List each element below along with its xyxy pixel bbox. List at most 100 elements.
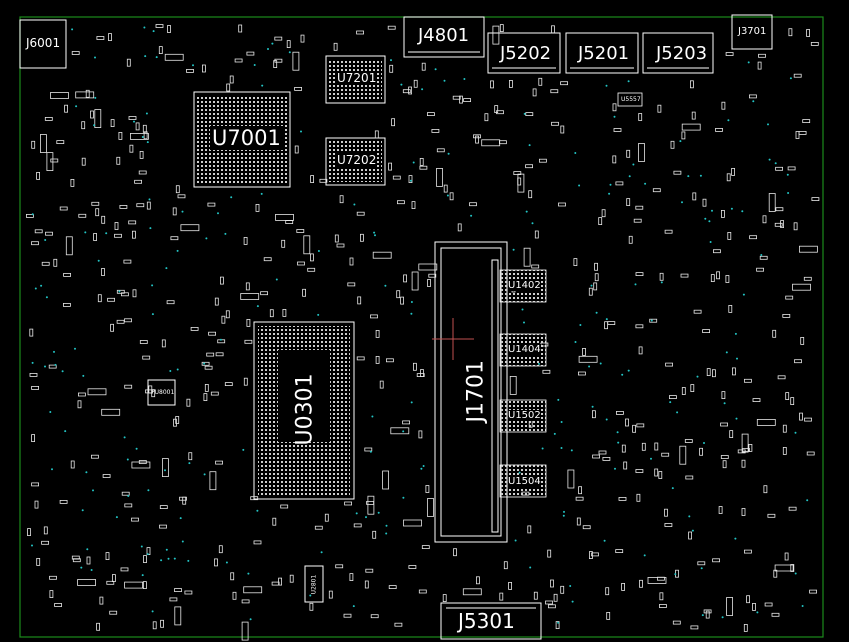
passive-component bbox=[31, 385, 40, 390]
passive-component bbox=[746, 595, 750, 604]
passive-component bbox=[459, 95, 463, 104]
via bbox=[84, 231, 87, 234]
passive-component bbox=[128, 116, 137, 120]
passive-component bbox=[703, 609, 712, 614]
via bbox=[570, 449, 573, 452]
passive-component bbox=[749, 94, 757, 99]
chip-u1502[interactable] bbox=[499, 399, 547, 433]
passive-component bbox=[657, 576, 665, 581]
passive-component bbox=[108, 33, 112, 41]
via bbox=[152, 30, 155, 33]
passive-component bbox=[513, 171, 522, 176]
via bbox=[789, 77, 792, 80]
via bbox=[373, 231, 376, 234]
passive-component bbox=[95, 208, 100, 217]
passive-component bbox=[226, 83, 231, 92]
via bbox=[691, 529, 694, 532]
via bbox=[300, 130, 302, 133]
passive-component bbox=[309, 602, 314, 611]
connector-j5202[interactable] bbox=[487, 32, 561, 74]
passive-component bbox=[91, 201, 100, 206]
chip-u5557[interactable] bbox=[617, 92, 643, 107]
passive-component bbox=[75, 91, 95, 99]
passive-component bbox=[594, 273, 599, 282]
passive-component bbox=[706, 368, 711, 377]
passive-component bbox=[175, 416, 180, 424]
passive-component bbox=[203, 393, 208, 402]
passive-component bbox=[659, 604, 667, 608]
passive-component bbox=[601, 209, 606, 218]
via bbox=[369, 450, 372, 453]
via bbox=[643, 554, 646, 557]
passive-component bbox=[175, 185, 180, 194]
vias bbox=[31, 26, 809, 624]
via bbox=[105, 232, 108, 235]
via bbox=[514, 539, 517, 542]
passive-component bbox=[431, 128, 440, 133]
passive-component bbox=[811, 197, 820, 202]
passive-component bbox=[469, 202, 477, 207]
passive-component bbox=[672, 620, 681, 625]
via bbox=[97, 259, 100, 262]
passive-component bbox=[712, 558, 720, 563]
passive-component bbox=[221, 315, 226, 324]
connector-j5201[interactable] bbox=[565, 32, 639, 74]
passive-component bbox=[172, 207, 177, 216]
via bbox=[752, 100, 755, 103]
passive-component bbox=[636, 423, 645, 428]
passive-component bbox=[612, 155, 617, 164]
chip-u7202[interactable] bbox=[325, 137, 386, 186]
via bbox=[736, 357, 738, 360]
via bbox=[687, 175, 690, 178]
chip-u7001[interactable] bbox=[193, 91, 291, 188]
passive-component bbox=[532, 88, 537, 97]
via bbox=[660, 281, 663, 284]
chip-u1404[interactable] bbox=[499, 333, 547, 367]
connector-j5301[interactable] bbox=[440, 602, 542, 640]
via bbox=[794, 431, 797, 434]
passive-component bbox=[517, 177, 522, 186]
connector-j6001[interactable] bbox=[19, 19, 67, 69]
passive-component bbox=[134, 179, 143, 184]
passive-component bbox=[726, 173, 731, 182]
passive-component bbox=[101, 215, 106, 224]
passive-component bbox=[375, 329, 380, 338]
passive-component bbox=[582, 347, 586, 356]
chip-u0301[interactable] bbox=[253, 321, 355, 500]
passive-component bbox=[303, 235, 311, 255]
passive-component bbox=[531, 264, 540, 269]
via bbox=[400, 83, 403, 86]
connector-j3701[interactable] bbox=[731, 14, 773, 50]
slot-j1701[interactable] bbox=[434, 241, 508, 543]
passive-component bbox=[591, 552, 599, 557]
connector-j5203[interactable] bbox=[642, 32, 714, 74]
passive-component bbox=[567, 469, 575, 489]
passive-component bbox=[271, 581, 280, 586]
passive-component bbox=[659, 272, 664, 281]
chip-u7201[interactable] bbox=[325, 55, 386, 104]
passive-component bbox=[475, 576, 480, 585]
passive-component bbox=[462, 588, 482, 596]
passive-component bbox=[50, 92, 69, 99]
passive-component bbox=[598, 217, 603, 226]
passive-component bbox=[712, 369, 716, 378]
via bbox=[151, 284, 154, 287]
via bbox=[538, 362, 540, 365]
passive-component bbox=[114, 233, 122, 238]
passive-component bbox=[333, 42, 338, 51]
connector-j4801[interactable] bbox=[403, 16, 485, 58]
via bbox=[169, 370, 172, 372]
passive-component bbox=[521, 491, 530, 496]
passive-component bbox=[615, 181, 624, 186]
via bbox=[562, 514, 565, 517]
passive-component bbox=[787, 166, 796, 171]
via bbox=[644, 182, 647, 185]
passive-component bbox=[63, 272, 71, 277]
via bbox=[271, 42, 274, 45]
via bbox=[317, 313, 320, 316]
chip-u2801[interactable] bbox=[304, 565, 324, 603]
passive-component bbox=[725, 52, 734, 56]
passive-component bbox=[418, 430, 423, 439]
via bbox=[44, 239, 47, 241]
chip-u1402[interactable] bbox=[499, 269, 547, 303]
